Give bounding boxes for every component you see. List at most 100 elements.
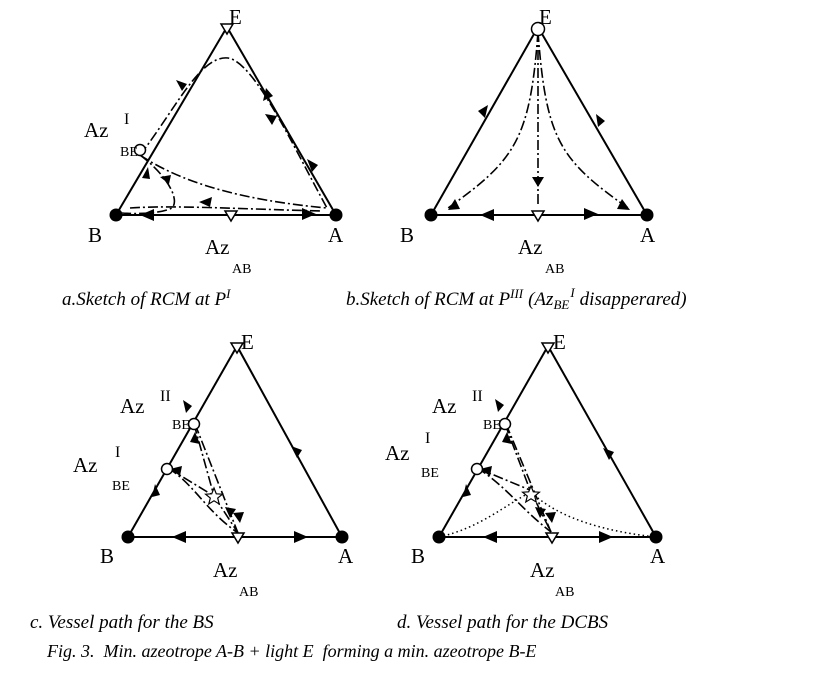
az-be-i-sup: I (425, 430, 430, 447)
arrow-eb-1 (263, 88, 273, 101)
vertex-e-label: E (229, 5, 242, 29)
node-b (121, 530, 135, 544)
still-composition-star (521, 484, 541, 504)
edge-b-e (127, 345, 238, 538)
node-e (530, 21, 546, 37)
az-be-ii-sup: II (472, 388, 483, 405)
az-ab-sub: AB (555, 585, 574, 600)
arrow-be-upper (183, 400, 192, 413)
arrow-eb (478, 105, 488, 118)
vertex-b-label: B (88, 223, 102, 247)
edge-b-e (115, 26, 228, 216)
az-ab-main: Az (205, 235, 230, 259)
arrow-bottom-left (140, 209, 154, 221)
edge-b-e (430, 26, 539, 216)
az-be-ii-sub: BE (172, 418, 190, 433)
vertex-e-label: E (553, 330, 566, 354)
arrow-bottom-left (172, 531, 186, 543)
az-be-i-sub: BE (421, 466, 439, 481)
arrow-be-lower (463, 484, 471, 497)
arrow-path-down-1 (535, 507, 546, 518)
node-az-be-i (160, 462, 174, 476)
arrow-bottom-right (302, 208, 316, 220)
az-ab-main: Az (530, 558, 555, 582)
node-a (329, 208, 343, 222)
arrow-be-upper (495, 399, 504, 412)
arrow-path-down-1 (225, 507, 236, 518)
node-az-be-ii (498, 417, 512, 431)
edge-e-a (236, 345, 343, 538)
node-a (649, 530, 663, 544)
vessel-path-3 (167, 467, 239, 534)
panel-d-caption: d. Vessel path for the DCBS (397, 612, 609, 633)
node-a (640, 208, 654, 222)
vessel-path-4 (167, 467, 239, 534)
edge-e-a (537, 26, 648, 216)
node-b (109, 208, 123, 222)
edge-b-e (438, 345, 549, 538)
still-composition-star (204, 486, 224, 506)
arrow-ea (603, 448, 614, 460)
vessel-path-1 (193, 423, 215, 497)
residue-curve-loop (139, 57, 328, 209)
az-be-ii-sup: II (160, 388, 171, 405)
arrow-curve-left (448, 199, 460, 210)
arrow-curve-1 (199, 197, 212, 207)
arrow-bottom-right (294, 531, 308, 543)
arrow-path-up (190, 432, 200, 444)
az-ab-sub: AB (239, 585, 258, 600)
az-be-i-main: Az (73, 453, 98, 477)
arrow-ae-1 (176, 80, 187, 91)
arrow-path-down-2 (233, 512, 244, 523)
vertex-e-label: E (241, 330, 254, 354)
az-ab-sub: AB (232, 262, 251, 277)
az-ab-main: Az (213, 558, 238, 582)
arrow-curve-center (532, 177, 544, 187)
node-a (335, 530, 349, 544)
node-b (424, 208, 438, 222)
arrow-ea (291, 446, 302, 458)
vertex-a-label: A (328, 223, 344, 247)
vessel-path-4 (476, 467, 552, 533)
residue-curve-lower (129, 206, 323, 212)
figure-caption: Fig. 3. Min. azeotrope A-B + light E for… (46, 641, 536, 661)
arrow-be-1 (142, 167, 150, 179)
panel-b: E B A Az AB b.Sketch of RCM at PIII(AzBE… (346, 5, 687, 312)
panel-a-caption: a.Sketch of RCM at PI (62, 286, 231, 310)
panel-c: E B A Az II BE Az I BE Az AB c. Vessel p… (30, 330, 354, 633)
arrow-curve-2 (160, 175, 171, 184)
arrow-bottom-right (599, 531, 613, 543)
arrow-bottom-right (584, 208, 598, 220)
residue-curve-az-to-a (139, 154, 328, 209)
az-ab-main: Az (518, 235, 543, 259)
node-az-be-ii (187, 417, 201, 431)
arrow-be-lower (152, 484, 160, 497)
edge-e-a (226, 26, 337, 216)
vessel-path-1 (504, 423, 531, 491)
residue-curve-az-to-b (121, 154, 176, 215)
arrow-path-up (502, 432, 512, 444)
panel-d: E B A Az II BE Az I BE Az AB d. Vessel p… (385, 330, 666, 633)
arrow-curve-right (617, 199, 630, 210)
vertex-a-label: A (650, 544, 666, 568)
panel-a: E B A Az I BE Az AB a.Sketch of RCM at P… (62, 5, 344, 310)
az-be-i-sup: I (115, 444, 120, 461)
arrow-bottom-left (483, 531, 497, 543)
az-be-main: Az (84, 118, 109, 142)
vessel-path-2 (194, 423, 239, 534)
az-be-i-main: Az (385, 441, 410, 465)
az-be-ii-main: Az (120, 394, 145, 418)
vertex-b-label: B (400, 223, 414, 247)
az-be-ii-sub: BE (483, 418, 501, 433)
vertex-a-label: A (338, 544, 354, 568)
arrow-ea-1 (307, 159, 318, 172)
residue-curve-e-to-b (447, 31, 539, 209)
az-be-i-sub: BE (112, 479, 130, 494)
node-b (432, 530, 446, 544)
residue-curve-e-to-a (537, 31, 629, 209)
vessel-path-3 (476, 467, 552, 533)
arrow-ea (596, 114, 605, 127)
az-be-ii-main: Az (432, 394, 457, 418)
vertex-b-label: B (100, 544, 114, 568)
